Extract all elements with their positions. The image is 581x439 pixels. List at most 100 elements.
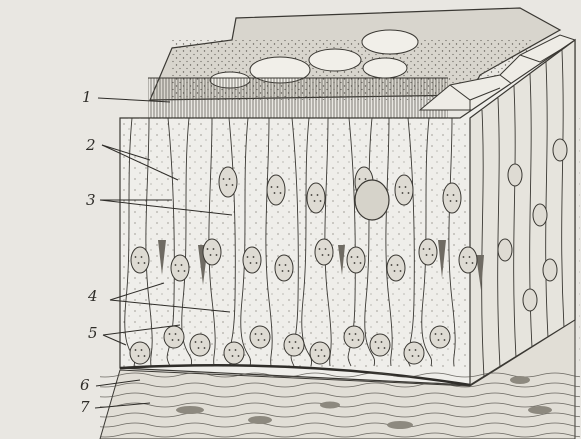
chromatin-dot <box>258 339 260 341</box>
nucleus <box>224 342 244 364</box>
label-1: 1 <box>82 88 92 106</box>
nucleus <box>543 259 557 281</box>
chromatin-dot <box>315 349 317 351</box>
nucleus <box>498 239 512 261</box>
chromatin-dot <box>405 186 407 188</box>
chromatin-dot <box>409 349 411 351</box>
nucleus <box>190 334 210 356</box>
chromatin-dot <box>412 355 414 357</box>
chromatin-dot <box>238 355 240 357</box>
figure-labels: 1 2 3 4 5 6 7 <box>80 88 98 416</box>
chromatin-dot <box>280 192 282 194</box>
cilia-fringe <box>148 78 448 118</box>
chromatin-dot <box>226 184 228 186</box>
chromatin-dot <box>322 254 324 256</box>
chromatin-dot <box>318 355 320 357</box>
chromatin-dot <box>223 178 225 180</box>
chromatin-dot <box>429 248 431 250</box>
chromatin-dot <box>423 248 425 250</box>
chromatin-dot <box>365 178 367 180</box>
chromatin-dot <box>355 333 357 335</box>
nucleus <box>284 334 304 356</box>
chromatin-dot <box>172 339 174 341</box>
nucleus <box>533 204 547 226</box>
chromatin-dot <box>232 184 234 186</box>
chromatin-dot <box>279 264 281 266</box>
chromatin-dot <box>399 186 401 188</box>
chromatin-dot <box>360 262 362 264</box>
chromatin-dot <box>378 347 380 349</box>
chromatin-dot <box>288 270 290 272</box>
chromatin-dot <box>250 262 252 264</box>
nucleus <box>315 239 333 265</box>
label-6: 6 <box>80 376 90 394</box>
nucleus <box>307 183 325 213</box>
chromatin-dot <box>285 264 287 266</box>
chromatin-dot <box>255 333 257 335</box>
chromatin-dot <box>289 341 291 343</box>
chromatin-dot <box>138 355 140 357</box>
label-2: 2 <box>85 136 96 154</box>
chromatin-dot <box>466 262 468 264</box>
chromatin-dot <box>229 349 231 351</box>
nucleus <box>404 342 424 364</box>
chromatin-dot <box>357 256 359 258</box>
chromatin-dot <box>274 192 276 194</box>
chromatin-dot <box>435 333 437 335</box>
chromatin-dot <box>141 256 143 258</box>
nucleus <box>344 326 364 348</box>
chromatin-dot <box>184 270 186 272</box>
chromatin-dot <box>232 355 234 357</box>
chromatin-dot <box>135 349 137 351</box>
chromatin-dot <box>328 254 330 256</box>
nucleus <box>203 239 221 265</box>
nucleus <box>310 342 330 364</box>
chromatin-dot <box>381 341 383 343</box>
chromatin-dot <box>358 339 360 341</box>
nucleus <box>250 326 270 348</box>
chromatin-dot <box>261 333 263 335</box>
chromatin-dot <box>441 333 443 335</box>
chromatin-dot <box>253 256 255 258</box>
nucleus <box>219 167 237 197</box>
chromatin-dot <box>295 341 297 343</box>
chromatin-dot <box>354 262 356 264</box>
chromatin-dot <box>201 341 203 343</box>
chromatin-dot <box>138 262 140 264</box>
chromatin-dot <box>271 186 273 188</box>
nucleus <box>523 289 537 311</box>
nucleus <box>275 255 293 281</box>
nucleus <box>171 255 189 281</box>
nucleus <box>243 247 261 273</box>
chromatin-dot <box>391 264 393 266</box>
chromatin-dot <box>324 355 326 357</box>
nucleus <box>419 239 437 265</box>
chromatin-dot <box>216 254 218 256</box>
nucleus <box>130 342 150 364</box>
chromatin-dot <box>314 200 316 202</box>
chromatin-dot <box>277 186 279 188</box>
chromatin-dot <box>450 200 452 202</box>
chromatin-dot <box>204 347 206 349</box>
nucleus <box>430 326 450 348</box>
chromatin-dot <box>472 262 474 264</box>
chromatin-dot <box>317 194 319 196</box>
chromatin-dot <box>207 248 209 250</box>
chromatin-dot <box>325 248 327 250</box>
nucleus <box>347 247 365 273</box>
chromatin-dot <box>352 339 354 341</box>
chromatin-dot <box>453 194 455 196</box>
chromatin-dot <box>311 194 313 196</box>
chromatin-dot <box>447 194 449 196</box>
chromatin-dot <box>426 254 428 256</box>
nucleus <box>370 334 390 356</box>
chromatin-dot <box>210 254 212 256</box>
chromatin-dot <box>375 341 377 343</box>
chromatin-dot <box>438 339 440 341</box>
chromatin-dot <box>456 200 458 202</box>
chromatin-dot <box>144 355 146 357</box>
label-4: 4 <box>87 287 98 305</box>
chromatin-dot <box>397 264 399 266</box>
label-5: 5 <box>88 324 98 342</box>
chromatin-dot <box>178 339 180 341</box>
